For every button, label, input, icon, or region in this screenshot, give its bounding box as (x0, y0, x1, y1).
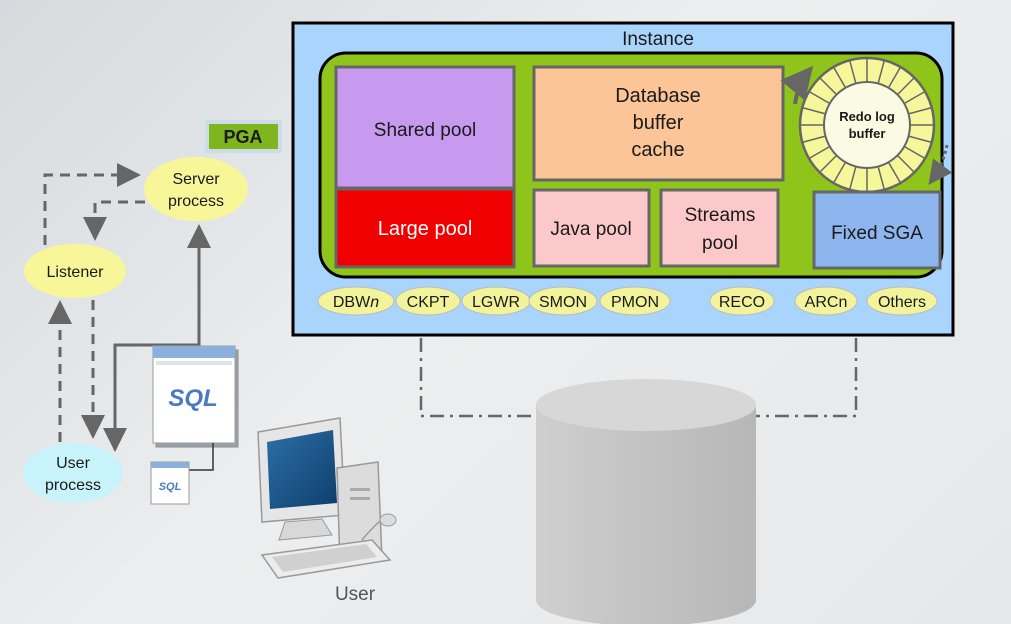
instance-to-db-line-right (756, 338, 858, 418)
redo-spoke (896, 77, 915, 96)
instance-to-db-line-left (419, 338, 536, 418)
shared-pool-label: Shared pool (374, 120, 476, 141)
server-process-line-1: Server (172, 171, 220, 188)
java-pool-label: Java pool (550, 219, 631, 240)
svg-text:DBWn: DBWn (333, 294, 379, 311)
redo-spoke (908, 135, 932, 144)
bg-process-dbwn: DBWn (317, 286, 395, 316)
redo-in-arrow (780, 65, 814, 105)
bg-process-smon: SMON (528, 286, 598, 316)
buffer-cache-line-2: buffer (633, 112, 684, 134)
redo-spoke (887, 161, 902, 184)
bg-process-suffix: n (370, 294, 379, 311)
buffer-cache-line-1: Database (615, 85, 701, 107)
buffer-cache-line-3: cache (631, 139, 684, 161)
streams-pool-box: Streams pool (659, 188, 780, 268)
bg-process-label: PMON (611, 294, 659, 311)
bg-process-label: Others (878, 294, 926, 311)
pga-badge: PGA (205, 120, 282, 153)
redo-spoke (819, 77, 838, 96)
user-process-line-1: User (56, 455, 90, 472)
sql-small-label: SQL (159, 481, 182, 493)
java-pool-box: Java pool (532, 188, 651, 268)
bg-process-label: LGWR (472, 294, 520, 311)
bg-process-others: Others (866, 286, 938, 316)
redo-log-buffer: Redo log buffer (798, 56, 936, 194)
fixed-sga-label: Fixed SGA (831, 223, 923, 244)
bg-process-lgwr: LGWR (461, 286, 531, 316)
large-pool-label: Large pool (378, 218, 473, 240)
redo-spoke (819, 154, 838, 173)
listener-process: Listener (24, 244, 126, 298)
sql-window: SQL (152, 345, 239, 448)
redo-spoke (848, 166, 857, 190)
redo-spoke (808, 145, 831, 160)
redo-log-label-1: Redo log (839, 109, 895, 124)
instance-title: Instance (622, 29, 694, 50)
sql-window-label: SQL (168, 385, 217, 412)
bg-process-label: CKPT (407, 294, 450, 311)
user-process: User process (23, 443, 123, 503)
listener-label: Listener (47, 264, 105, 281)
buffer-cache-box: Database buffer cache (532, 65, 785, 182)
redo-spoke (908, 106, 932, 115)
shared-pool-box: Shared pool (334, 65, 516, 190)
redo-spoke (896, 154, 915, 173)
bg-process-pmon: PMON (599, 286, 671, 316)
bg-process-label: RECO (719, 294, 765, 311)
bg-process-label: ARCn (805, 294, 848, 311)
streams-pool-line-2: pool (702, 233, 738, 254)
streams-pool-line-1: Streams (685, 205, 756, 226)
server-process: Server process (144, 157, 248, 221)
bg-process-label: DBW (333, 294, 371, 311)
redo-spoke (877, 166, 886, 190)
background-processes: DBWn CKPT LGWR SMON PMON RECO ARCn Othe (317, 286, 938, 316)
sql-small-window: SQL (150, 461, 190, 505)
redo-spoke (877, 60, 886, 84)
user-process-line-2: process (45, 477, 101, 494)
listener-to-server-arrow (43, 163, 141, 245)
server-to-listener-arrow (83, 200, 145, 241)
large-pool-box: Large pool (334, 187, 516, 269)
bg-process-ckpt: CKPT (395, 286, 461, 316)
redo-spoke (802, 135, 826, 144)
fixed-sga-box: Fixed SGA (812, 190, 942, 270)
sql-connector (188, 443, 214, 471)
redo-log-label-2: buffer (849, 126, 886, 141)
redo-spoke (848, 60, 857, 84)
redo-spoke (903, 90, 926, 105)
pga-label: PGA (223, 127, 262, 147)
bg-process-arcn: ARCn (794, 286, 858, 316)
bg-process-label: SMON (539, 294, 587, 311)
user-label: User (335, 584, 376, 605)
redo-spoke (802, 106, 826, 115)
database-cylinder (536, 379, 756, 624)
server-process-line-2: process (168, 193, 224, 210)
redo-spoke (887, 66, 902, 89)
computer-icon (257, 417, 397, 579)
redo-spoke (903, 145, 926, 160)
redo-spoke (832, 161, 847, 184)
redo-spoke (832, 66, 847, 89)
bg-process-reco: RECO (709, 286, 775, 316)
redo-out-arrow (928, 144, 953, 185)
